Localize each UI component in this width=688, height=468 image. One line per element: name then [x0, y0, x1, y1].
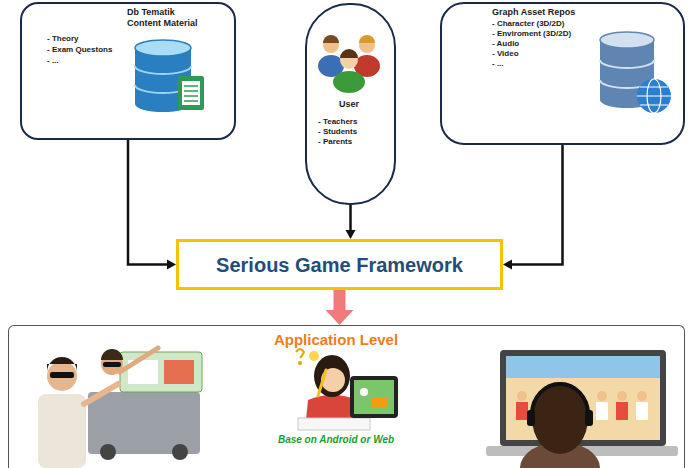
- vr-photo: [47, 361, 77, 391]
- vr-photo: [47, 357, 77, 372]
- tablet-photo: [309, 351, 319, 361]
- vr-photo: [103, 362, 121, 367]
- laptop-photo: [532, 384, 588, 414]
- tablet-photo: [372, 398, 388, 408]
- list-item: - Video: [492, 49, 519, 59]
- content-database-box: Db Tematik Content Material - Theory- Exa…: [20, 2, 236, 140]
- connector-line: [510, 145, 562, 265]
- vr-photo: [100, 444, 116, 460]
- laptop-photo: [597, 391, 607, 401]
- platform-note: Base on Android or Web: [236, 434, 436, 446]
- globe-icon: [637, 87, 671, 105]
- list-item: - Parents: [318, 137, 352, 147]
- tablet-photo: [296, 349, 398, 430]
- vr-photo: [84, 384, 118, 404]
- asset-repository-box: Graph Asset Repos- Character (3D/2D)- En…: [440, 2, 685, 145]
- vr-photo: [164, 360, 194, 384]
- laptop-photo: [585, 410, 593, 426]
- list-item: - Theory: [47, 34, 79, 44]
- framework-title: Serious Game Framework: [216, 253, 463, 277]
- list-item: - ...: [492, 59, 504, 69]
- vr-photo: [101, 349, 123, 360]
- vr-photo: [38, 348, 202, 468]
- tablet-photo: [318, 370, 326, 396]
- list-item: - Character (3D/2D): [492, 19, 564, 29]
- document-icon: [184, 86, 198, 101]
- input-arrow: [128, 140, 176, 270]
- box-heading: Db Tematik Content Material: [127, 7, 211, 29]
- tablet-photo: [298, 361, 302, 365]
- document-icon: [178, 76, 204, 110]
- tablet-photo: [298, 418, 370, 430]
- vr-photo: [120, 348, 158, 372]
- tablet-photo: [360, 388, 368, 396]
- laptop-photo: [636, 402, 648, 420]
- list-item: - Audio: [492, 39, 519, 49]
- output-arrow: [326, 290, 354, 325]
- users-icon: [318, 35, 380, 93]
- input-arrow: [346, 205, 356, 239]
- laptop-photo: [616, 402, 628, 420]
- vr-photo: [172, 444, 188, 460]
- laptop-photo: [506, 356, 660, 378]
- arrow-head: [346, 230, 356, 239]
- document-icon: [182, 81, 200, 105]
- users-icon: [340, 49, 358, 58]
- vr-photo: [120, 352, 202, 392]
- globe-icon: [637, 79, 671, 113]
- database-icon: [135, 40, 191, 56]
- box-heading: Graph Asset Repos: [492, 7, 575, 18]
- laptop-photo: [516, 402, 528, 420]
- panel-heading: Application Level: [236, 331, 436, 349]
- tablet-photo: [314, 355, 350, 397]
- users-icon: [359, 35, 375, 43]
- connector-line: [334, 290, 346, 313]
- user-box: User - Teachers- Students- Parents: [305, 3, 396, 205]
- laptop-photo: [527, 410, 535, 426]
- vr-photo: [38, 394, 86, 468]
- list-item: - Exam Questons: [47, 45, 112, 55]
- users-icon: [333, 71, 365, 93]
- list-item: - Teachers: [318, 117, 357, 127]
- users-icon: [323, 35, 339, 43]
- laptop-photo: [637, 391, 647, 401]
- tablet-photo: [296, 349, 304, 358]
- laptop-photo: [517, 391, 527, 401]
- input-arrow: [503, 145, 563, 270]
- framework-box: Serious Game Framework: [176, 239, 503, 290]
- application-level-panel: Application LevelBase on Android or Web: [8, 325, 685, 468]
- database-icon: [135, 66, 191, 74]
- arrow-head: [503, 260, 512, 270]
- list-item: - Students: [318, 127, 357, 137]
- arrow-head: [167, 260, 176, 270]
- box-heading: User: [307, 99, 391, 110]
- tablet-photo: [354, 380, 394, 414]
- laptop-photo: [617, 391, 627, 401]
- connector-line: [349, 205, 352, 232]
- tablet-photo: [350, 376, 398, 418]
- asset-repository-icon: [600, 32, 654, 48]
- asset-repository-icon: [600, 60, 654, 68]
- arrow-head: [326, 310, 354, 325]
- connector-line: [128, 140, 169, 265]
- list-item: - Enviroment (3D/2D): [492, 29, 571, 39]
- globe-icon: [637, 79, 671, 113]
- vr-photo: [50, 372, 74, 378]
- laptop-photo: [532, 382, 588, 454]
- laptop-photo: [486, 350, 678, 468]
- laptop-photo: [596, 402, 608, 420]
- list-item: - ...: [47, 56, 59, 66]
- document-icon: [178, 76, 204, 110]
